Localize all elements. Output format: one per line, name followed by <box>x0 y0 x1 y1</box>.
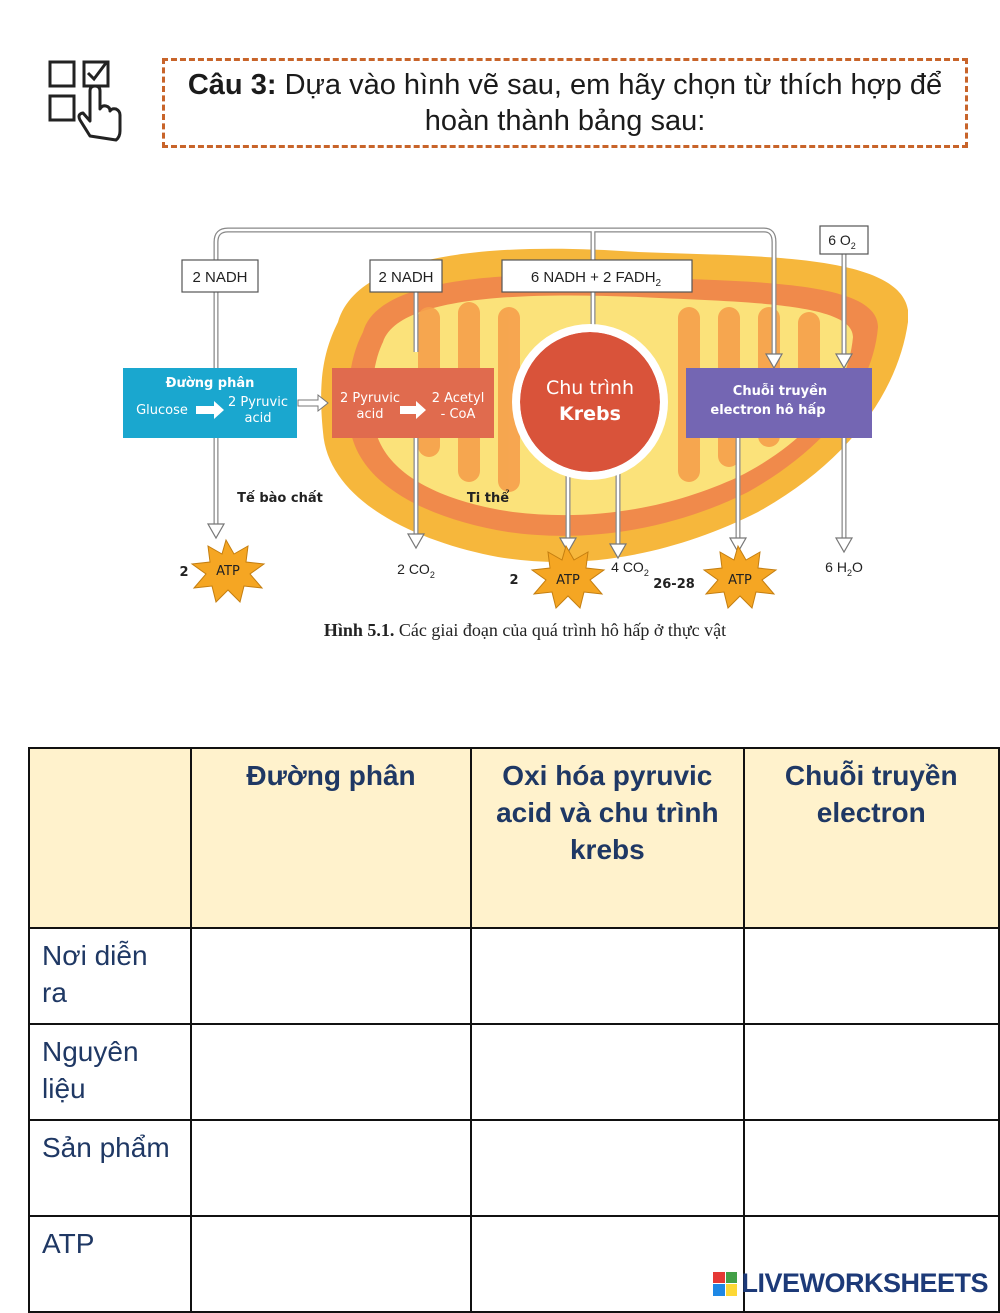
answer-cell-inputs-krebs[interactable] <box>471 1024 743 1120</box>
pyruvic-line2: acid <box>245 411 272 426</box>
krebs-line1: Chu trình <box>546 377 634 399</box>
pyruvate-oxidation-box: 2 Pyruvic acid 2 Acetyl - CoA <box>332 368 494 438</box>
acetyl-line1: 2 Acetyl <box>432 391 485 406</box>
answer-table: Đường phân Oxi hóa pyruvic acid và chu t… <box>28 747 1000 1313</box>
figure-caption: Hình 5.1. Các giai đoạn của quá trình hô… <box>0 620 1000 641</box>
header-corner <box>29 748 191 928</box>
nadh-fadh-box: 6 NADH + 2 FADH2 <box>502 260 692 292</box>
co2-pyruvate-label: 2 CO2 <box>397 561 435 580</box>
mitochondria-label: Ti thể <box>467 490 509 506</box>
acetyl-line2: - CoA <box>441 407 476 422</box>
glycolysis-box: Đường phân Glucose 2 Pyruvic acid <box>123 368 297 438</box>
nadh-glycolysis-label: 2 NADH <box>192 269 247 286</box>
answer-cell-location-krebs[interactable] <box>471 928 743 1024</box>
atp-label-glycolysis: ATP <box>216 564 240 579</box>
table-header-row: Đường phân Oxi hóa pyruvic acid và chu t… <box>29 748 999 928</box>
nadh-pyruvate-label: 2 NADH <box>378 269 433 286</box>
answer-cell-location-glycolysis[interactable] <box>191 928 471 1024</box>
etc-box: Chuỗi truyền electron hô hấp <box>686 368 872 438</box>
liveworksheets-brand: LIVEWORKSHEETS <box>741 1268 988 1299</box>
checklist-touch-icon <box>46 58 132 144</box>
nadh-pyruvate-box: 2 NADH <box>370 260 442 292</box>
answer-cell-atp-glycolysis[interactable] <box>191 1216 471 1312</box>
atp-star-etc: 26-28 ATP <box>653 546 776 608</box>
answer-cell-inputs-etc[interactable] <box>744 1024 999 1120</box>
respiration-diagram: 2 NADH 2 NADH 6 NADH + 2 FADH2 6 O2 Đườn… <box>118 212 908 612</box>
row-label-products: Sản phẩm <box>29 1120 191 1216</box>
o2-box: 6 O2 <box>820 226 868 254</box>
atp-count-krebs: 2 <box>509 573 518 588</box>
atp-label-krebs: ATP <box>556 573 580 588</box>
h2o-label: 6 H2O <box>825 559 863 578</box>
header-glycolysis: Đường phân <box>191 748 471 928</box>
glucose-label: Glucose <box>136 403 188 418</box>
pyruvic-line1: 2 Pyruvic <box>228 395 288 410</box>
table-row: Sản phẩm <box>29 1120 999 1216</box>
co2-krebs-label: 4 CO2 <box>611 559 649 578</box>
atp-star-glycolysis: 2 ATP <box>179 540 264 602</box>
table-row: Nguyên liệu <box>29 1024 999 1120</box>
answer-cell-products-krebs[interactable] <box>471 1120 743 1216</box>
question-text: Câu 3: Dựa vào hình vẽ sau, em hãy chọn … <box>183 67 947 139</box>
krebs-line2: Krebs <box>559 403 621 425</box>
header-krebs: Oxi hóa pyruvic acid và chu trình krebs <box>471 748 743 928</box>
answer-cell-location-etc[interactable] <box>744 928 999 1024</box>
table-row: Nơi diễn ra <box>29 928 999 1024</box>
row-label-atp: ATP <box>29 1216 191 1312</box>
liveworksheets-logo-icon <box>713 1272 737 1296</box>
answer-cell-products-etc[interactable] <box>744 1120 999 1216</box>
header-etc: Chuỗi truyền electron <box>744 748 999 928</box>
mito-pyruvic-line2: acid <box>357 407 384 422</box>
mito-pyruvic-line1: 2 Pyruvic <box>340 391 400 406</box>
row-label-location: Nơi diễn ra <box>29 928 191 1024</box>
cytoplasm-label: Tế bào chất <box>237 491 323 506</box>
answer-cell-atp-krebs[interactable] <box>471 1216 743 1312</box>
glycolysis-title: Đường phân <box>166 376 255 391</box>
atp-count-etc: 26-28 <box>653 577 695 592</box>
question-label: Câu 3: <box>188 69 277 101</box>
answer-cell-products-glycolysis[interactable] <box>191 1120 471 1216</box>
liveworksheets-logo: LIVEWORKSHEETS <box>713 1268 988 1299</box>
question-body: Dựa vào hình vẽ sau, em hãy chọn từ thíc… <box>285 69 943 137</box>
atp-label-etc: ATP <box>728 573 752 588</box>
etc-line1: Chuỗi truyền <box>733 384 827 399</box>
krebs-cycle: Chu trình Krebs <box>512 324 668 480</box>
answer-cell-inputs-glycolysis[interactable] <box>191 1024 471 1120</box>
atp-count-glycolysis: 2 <box>179 565 188 580</box>
etc-line2: electron hô hấp <box>710 403 825 418</box>
caption-label: Hình 5.1. <box>324 620 395 640</box>
question-box: Câu 3: Dựa vào hình vẽ sau, em hãy chọn … <box>162 58 968 148</box>
nadh-glycolysis-box: 2 NADH <box>182 260 258 292</box>
row-label-inputs: Nguyên liệu <box>29 1024 191 1120</box>
caption-text: Các giai đoạn của quá trình hô hấp ở thự… <box>399 620 726 640</box>
